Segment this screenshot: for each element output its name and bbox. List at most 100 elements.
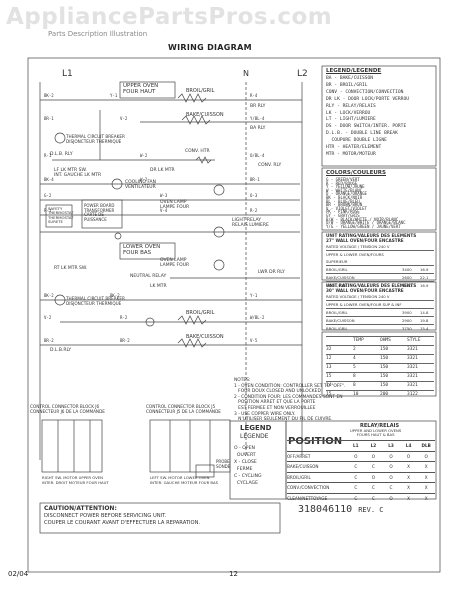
rating-ohms: 15.4: [420, 326, 429, 331]
rating-watts: 3900: [402, 310, 412, 315]
ba-rly-label: BA RLY: [250, 126, 266, 131]
svg-text:R-2: R-2: [120, 315, 128, 320]
bake-upper-label: BAKE/CUISSON: [186, 112, 224, 118]
relay-cell: X: [424, 474, 428, 480]
probe: [195, 464, 215, 478]
relay-cell: X: [424, 495, 428, 501]
probe-cell: 150: [380, 383, 389, 388]
color-item: BR - BROWN/BRUN: [326, 202, 363, 208]
legend-title: LEGEND/LEGENDE: [326, 68, 382, 74]
relay-cell: L2: [370, 443, 377, 449]
legend-item: LT - LIGHT/LUMIERE: [326, 117, 376, 123]
svg-text:G-2: G-2: [44, 193, 52, 198]
bake-lower-element: [177, 338, 207, 348]
conv-htr-label: CONV. HTR: [185, 149, 210, 154]
probe-cell: 15: [326, 392, 332, 397]
bake-upper-element: [181, 115, 211, 125]
rating-watts: [402, 251, 420, 265]
lf-lk-sw-label: LF LK MTR SW.INT. GAUCHE LK MTR: [54, 168, 102, 178]
upper-oven-box: [119, 81, 176, 99]
dlb-lower-label: D.L.B.RLY: [50, 348, 72, 353]
svg-text:BK-2: BK-2: [110, 293, 120, 298]
oven-lamp-lower: [213, 259, 225, 271]
dlb-upper-label: D.L.B. RLY: [50, 152, 73, 157]
position-legend-item: C - CYCLING: [234, 474, 262, 479]
legend-item: BA - BAKE/CUISSON: [326, 76, 374, 81]
rating-watts: 2600: [402, 275, 412, 280]
position-legend-item: FERME: [234, 467, 253, 472]
relay-cell: O: [389, 464, 393, 470]
svg-text:BR-2: BR-2: [44, 338, 54, 343]
rating-row: UPPER & LOWER OVEN/FOUR SUP & INF: [326, 300, 434, 308]
svg-text:W-3: W-3: [160, 193, 168, 198]
probe-cell: [326, 337, 353, 345]
relay-cell: O: [389, 453, 393, 459]
color-item: O/W - ORANGE/WHITE / ORANGE/BLANC: [326, 220, 406, 226]
probe-cell: 3321: [407, 365, 418, 370]
legend-item: DR LK - DOOR LOCK/PORTE VERROU: [326, 96, 409, 102]
legend-item: COUPURE DOUBLE LIGNE: [326, 138, 387, 144]
relay-cell: DLB: [421, 443, 431, 449]
relay-cell: X: [407, 495, 411, 501]
color-item: R - RED/ROUGE: [326, 180, 358, 186]
caution-title: CAUTION/ATTENTION:: [44, 505, 117, 512]
relay-cell: C: [389, 485, 393, 491]
note-line: 3 - USE COPPER WIRE ONLY.: [234, 411, 296, 417]
position-legend-item: CYCLAGE: [234, 481, 258, 486]
svg-text:W-2: W-2: [140, 177, 148, 182]
svg-text:W/BL-2: W/BL-2: [250, 315, 265, 320]
colors-title: COLORS/COULEURS: [326, 170, 387, 176]
svg-text:BR-2: BR-2: [120, 338, 130, 343]
lwr-dr-rly-label: LWR DR RLY: [258, 270, 285, 275]
neutral-relay-label: NEUTRAL RELAY: [130, 274, 167, 279]
color-item: PK - PINK/ROSE: [326, 209, 360, 215]
rating-ohms: 16.9: [420, 267, 429, 272]
power-board: [81, 199, 123, 229]
relay-position: OFF/ARRET: [287, 453, 311, 459]
lf-lock-node: [114, 232, 122, 240]
probe-cell: 200: [380, 392, 389, 397]
probe-cell: 3321: [407, 383, 418, 388]
diagram-frame: [27, 57, 441, 573]
footer-date: 02/04: [8, 570, 29, 578]
rating-ohms: 22.1: [420, 275, 429, 280]
relay-cell: C: [354, 464, 358, 470]
relay-cell: C: [371, 485, 375, 491]
relay-cell: O: [424, 453, 428, 459]
rating-watts: 3400: [402, 283, 412, 288]
probe-cell: 14: [326, 383, 332, 388]
probe-cell: OHMS: [380, 338, 391, 343]
watermark: AppliancePartsPros.com: [6, 4, 333, 30]
lower-oven-box: [119, 242, 176, 260]
relay-table-title: RELAY/RELAIS: [360, 423, 400, 429]
rating-watts: [402, 301, 420, 308]
svg-text:R-4: R-4: [250, 93, 258, 98]
note-line: FOUR DOUX CLOSED AND UNLOCKED: [234, 389, 321, 395]
probe-cell: 150: [380, 356, 389, 361]
footer-page: 12: [229, 570, 238, 578]
oven-lamp-upper: [213, 184, 225, 196]
rating-ohms: [420, 251, 434, 265]
rating-27-subtitle: RATED VOLTAGE / TENSION 240 V: [326, 244, 390, 249]
color-item: BK - BLACK/NOIR: [326, 194, 363, 200]
probe-table-box: [321, 331, 437, 397]
relay-cell: L4: [405, 443, 412, 449]
color-item: O - ORANGE/ORANGE: [326, 191, 367, 197]
probe-cell: STYLE: [407, 338, 421, 343]
rating-ohms: [420, 301, 434, 308]
rail-l2-label: L2: [297, 69, 308, 79]
rating-ohms: 16.9: [420, 283, 429, 288]
note-line: N'UTILISER SEULEMENT DU FIL DE CUIVRE.: [234, 417, 333, 423]
lock-mtr-label: LK MTR: [150, 284, 167, 289]
connector-j6: [41, 419, 103, 473]
